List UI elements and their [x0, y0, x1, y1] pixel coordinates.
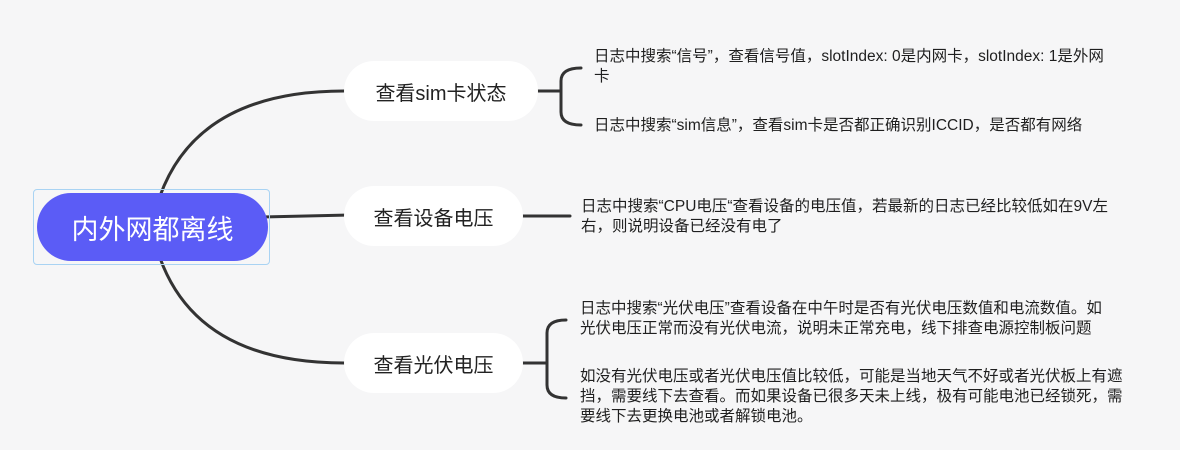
bracket-pv-voltage	[545, 318, 568, 400]
root-selection-outline	[33, 189, 270, 265]
leaf-text-line: 右，则说明设备已经没有电了	[581, 218, 783, 235]
branch-topic-label: 查看光伏电压	[373, 354, 494, 377]
root-topic[interactable]: 内外网都离线	[37, 193, 268, 261]
leaf-text-line: 卡	[594, 68, 610, 85]
leaf-text-line: 日志中搜索“CPU电压“查看设备的电压值，若最新的日志已经比较低如在9V左	[581, 198, 1109, 215]
branch-topic-pv-voltage[interactable]: 查看光伏电压	[344, 333, 523, 393]
leaf-topic-no-pv-voltage[interactable]: 如没有光伏电压或者光伏电压值比较低，可能是当地天气不好或者光伏板上有遮 挡，需要…	[580, 367, 1123, 427]
leaf-text-line: 日志中搜索“sim信息”，查看sim卡是否都正确识别ICCID，是否都有网络	[594, 117, 1083, 134]
branch-topic-label: 查看设备电压	[373, 207, 494, 230]
leaf-text-line: 要线下去更换电池或者解锁电池。	[580, 408, 813, 425]
bracket-sim-status	[559, 66, 583, 127]
leaf-topic-pv-voltage-search[interactable]: 日志中搜索“光伏电压”查看设备在中午时是否有光伏电压数值和电流数值。如 光伏电压…	[580, 299, 1102, 339]
leaf-text-line: 日志中搜索“光伏电压”查看设备在中午时是否有光伏电压数值和电流数值。如	[580, 300, 1102, 317]
leaf-topic-sim-info-search[interactable]: 日志中搜索“sim信息”，查看sim卡是否都正确识别ICCID，是否都有网络	[594, 116, 1082, 136]
root-topic-label: 内外网都离线	[71, 214, 234, 245]
connector-root-to-device-voltage	[260, 213, 352, 219]
connector-root-to-sim-status	[158, 89, 346, 198]
branch-topic-label: 查看sim卡状态	[375, 82, 507, 105]
branch-topic-device-voltage[interactable]: 查看设备电压	[344, 186, 523, 246]
leaf-topic-signal-search[interactable]: 日志中搜索“信号”，查看信号值，slotIndex: 0是内网卡，slotInd…	[594, 47, 1104, 87]
branch-topic-sim-status[interactable]: 查看sim卡状态	[344, 61, 538, 121]
leaf-text-line: 挡，需要线下去查看。而如果设备已很多天未上线，极有可能电池已经锁死，需	[580, 388, 1123, 405]
leaf-text-line: 日志中搜索“信号”，查看信号值，slotIndex: 0是内网卡，slotInd…	[594, 48, 1104, 65]
connector-root-to-pv-voltage	[158, 256, 346, 365]
leaf-text-line: 光伏电压正常而没有光伏电流，说明未正常充电，线下排查电源控制板问题	[580, 320, 1092, 337]
leaf-text-line: 如没有光伏电压或者光伏电压值比较低，可能是当地天气不好或者光伏板上有遮	[580, 368, 1123, 385]
leaf-topic-cpu-voltage-search[interactable]: 日志中搜索“CPU电压“查看设备的电压值，若最新的日志已经比较低如在9V左 右，…	[581, 197, 1108, 237]
